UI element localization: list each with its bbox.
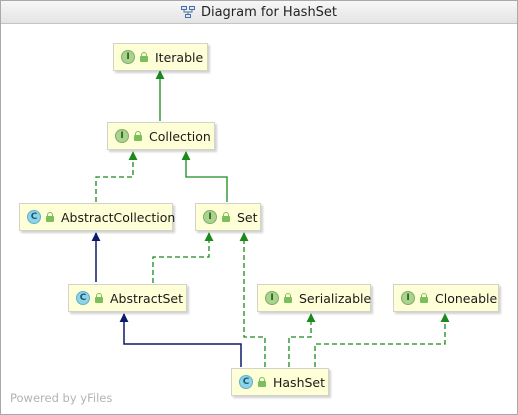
lock-icon <box>221 212 231 222</box>
edge-hashset-serializable <box>288 313 316 367</box>
edge-hashset-set <box>239 232 266 367</box>
node-label: Iterable <box>155 49 204 65</box>
lock-icon <box>257 377 267 387</box>
edge-abstractset-set <box>152 232 214 283</box>
node-cloneable[interactable]: I Cloneable <box>393 284 499 312</box>
title-bar: Diagram for HashSet <box>1 1 517 24</box>
interface-icon: I <box>265 291 279 305</box>
node-label: Cloneable <box>435 290 498 306</box>
diagram-icon <box>180 6 195 18</box>
node-set[interactable]: I Set <box>195 203 261 231</box>
lock-icon <box>94 293 104 303</box>
node-hashset[interactable]: C HashSet <box>231 368 329 396</box>
node-abstractcollection[interactable]: C AbstractCollection <box>19 203 176 231</box>
interface-icon: I <box>401 291 415 305</box>
node-label: AbstractCollection <box>61 209 176 225</box>
node-label: Set <box>237 209 258 225</box>
edge-abstractcollection-collection <box>95 151 138 202</box>
edge-layer <box>91 70 450 367</box>
lock-icon <box>419 293 429 303</box>
interface-icon: I <box>121 50 135 64</box>
class-icon: C <box>76 291 90 305</box>
edge-set-collection <box>181 151 228 202</box>
lock-icon <box>45 212 55 222</box>
window-title: Diagram for HashSet <box>200 4 338 20</box>
node-label: HashSet <box>273 374 326 390</box>
interface-icon: I <box>203 210 217 224</box>
edge-hashset-cloneable <box>314 313 450 367</box>
watermark: Powered by yFiles <box>10 391 113 405</box>
lock-icon <box>139 52 149 62</box>
lock-icon <box>133 131 143 141</box>
edge-hashset-abstractset <box>119 313 242 367</box>
node-iterable[interactable]: I Iterable <box>113 43 208 71</box>
node-label: Collection <box>149 128 211 144</box>
class-icon: C <box>239 375 253 389</box>
class-icon: C <box>27 210 41 224</box>
node-label: Serializable <box>299 290 372 306</box>
interface-icon: I <box>115 129 129 143</box>
node-serializable[interactable]: I Serializable <box>257 284 371 312</box>
node-label: AbstractSet <box>110 290 183 306</box>
diagram-canvas[interactable]: I Iterable I Collection C AbstractCollec… <box>1 24 517 414</box>
lock-icon <box>283 293 293 303</box>
node-collection[interactable]: I Collection <box>107 122 215 150</box>
node-abstractset[interactable]: C AbstractSet <box>68 284 187 312</box>
